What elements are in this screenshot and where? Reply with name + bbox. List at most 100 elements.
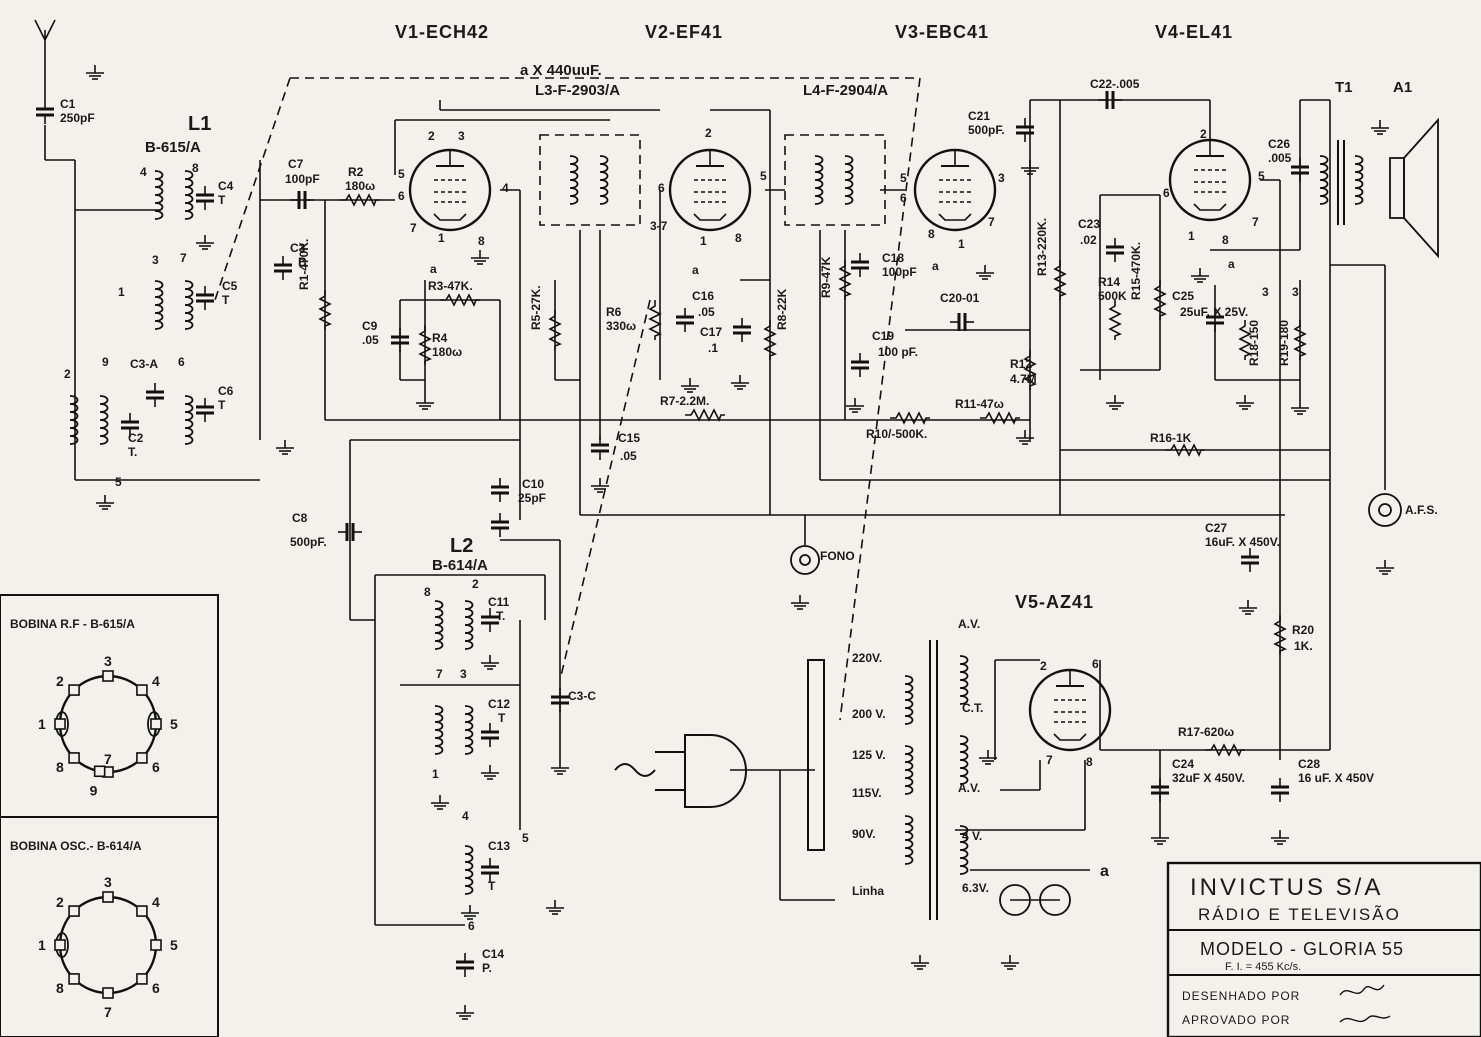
fono-jack[interactable] — [790, 545, 820, 575]
pin-number-l1: 3 — [152, 253, 159, 267]
transformer-secondary-label: 6.3V. — [962, 881, 989, 895]
component-ref-c27: C27 — [1205, 521, 1227, 535]
pin-number-l1: 4 — [140, 165, 147, 179]
component-ref-r14: R14 — [1098, 275, 1120, 289]
component-value-r20: 1K. — [1294, 639, 1313, 653]
component-ref-r1-470k-: R1-470K. — [297, 239, 311, 290]
component-ref-c2: C2 — [128, 431, 144, 445]
component-ref-c21: C21 — [968, 109, 990, 123]
rf-coil-pin-label: 9 — [90, 782, 98, 798]
component-ref-c7: C7 — [288, 157, 304, 171]
part-symbols — [34, 89, 1311, 979]
component-ref-r3-47k-: R3-47K. — [428, 279, 473, 293]
component-ref-r12: R12 — [1010, 357, 1032, 371]
component-ref-r15-470k-: R15-470K. — [1129, 242, 1143, 300]
rf-coil-title: BOBINA R.F - B-615/A — [10, 617, 135, 631]
component-value-c3: B — [298, 255, 307, 269]
tube-v5-symbol — [1028, 668, 1112, 752]
transformer-tap-label: Linha — [852, 884, 884, 898]
coil-l4-label: L4-F-2904/A — [803, 82, 888, 99]
component-ref-r19-180: R19-180 — [1277, 320, 1291, 366]
component-value-r12: 4.7M — [1010, 372, 1037, 386]
transformer-secondary-label: 4 V. — [962, 829, 982, 843]
component-ref-c1: C1 — [60, 97, 76, 111]
component-value-c9: .05 — [362, 333, 379, 347]
model-name: MODELO - GLORIA 55 — [1200, 939, 1404, 959]
component-ref-c17: C17 — [700, 325, 722, 339]
coil-l2-name: L2 — [450, 535, 473, 557]
component-value-c8: 500pF. — [290, 535, 327, 549]
pin-number-v1: 1 — [438, 231, 445, 245]
pin-number-v2: 6 — [658, 181, 665, 195]
pin-number-l2: 4 — [462, 809, 469, 823]
component-ref-c11: C11 — [488, 595, 510, 609]
afs-jack[interactable] — [1368, 493, 1402, 527]
pilot-lamps — [999, 884, 1071, 916]
component-ref-c24: C24 — [1172, 757, 1194, 771]
pin-number-l1: 8 — [192, 161, 199, 175]
rf-coil-pin — [54, 718, 66, 730]
osc-coil-pin-label: 3 — [104, 874, 112, 890]
osc-coil-pin-label: 7 — [104, 1004, 112, 1020]
tube-v2-symbol — [668, 148, 752, 232]
osc-coil-pin — [54, 939, 66, 951]
rf-coil-pin — [68, 752, 80, 764]
component-ref-r9-47k: R9-47K — [819, 256, 833, 298]
pin-number-v1: 8 — [478, 234, 485, 248]
pin-number-v3: 5 — [900, 171, 907, 185]
coil-l1-name: L1 — [188, 113, 211, 135]
pin-number-l2: 3 — [460, 667, 467, 681]
component-ref-r17-620-: R17-620ω — [1178, 725, 1234, 739]
pin-number-v1: 5 — [398, 167, 405, 181]
component-ref-r10-500k-: R10/-500K. — [866, 427, 927, 441]
osc-coil-pin — [68, 905, 80, 917]
company-name: INVICTUS S/A — [1190, 874, 1383, 901]
gang-note: a X 440uuF. — [520, 62, 602, 79]
rf-coil-pin-label: 2 — [56, 673, 64, 689]
pin-number-l2: 8 — [424, 585, 431, 599]
pin-number-v2: a — [692, 263, 699, 277]
component-ref-c8: C8 — [292, 511, 308, 525]
pin-number-v3: a — [932, 259, 939, 273]
coil-symbols — [69, 140, 1364, 920]
coil-l2-part: B-614/A — [432, 557, 488, 574]
pin-number-l2: 6 — [468, 919, 475, 933]
component-ref-c14: C14 — [482, 947, 504, 961]
transformer-tap-label: 125 V. — [852, 748, 886, 762]
component-ref-c6: C6 — [218, 384, 234, 398]
component-ref-c18: C18 — [882, 251, 904, 265]
tube-label-v5: V5-AZ41 — [1015, 592, 1094, 612]
component-ref-c15: C15 — [618, 431, 640, 445]
component-value-c7: 100pF — [285, 172, 320, 186]
pin-number-l1: 6 — [178, 355, 185, 369]
component-ref-r6: R6 — [606, 305, 622, 319]
component-ref-r16-1k: R16-1K — [1150, 431, 1192, 445]
component-ref-c26: C26 — [1268, 137, 1290, 151]
pin-number-v4: 8 — [1222, 233, 1229, 247]
component-value-c5: T — [222, 293, 230, 307]
component-value-c14: P. — [482, 961, 492, 975]
tube-v4-symbol — [1168, 138, 1252, 222]
afs-label: A.F.S. — [1405, 503, 1438, 517]
if-frequency: F. I. = 455 Kc/s. — [1225, 961, 1301, 973]
component-ref-c25: C25 — [1172, 289, 1194, 303]
rf-coil-pin — [68, 684, 80, 696]
pin-number-v2: 2 — [705, 126, 712, 140]
pin-number-l2: 7 — [436, 667, 443, 681]
fono-label: FONO — [820, 549, 855, 563]
pin-number-v4: 2 — [1200, 127, 1207, 141]
component-ref-c19: C19 — [872, 329, 894, 343]
component-value-c10: 25pF — [518, 491, 546, 505]
transformer-secondary-label: A.V. — [958, 781, 980, 795]
speaker-a1 — [1389, 117, 1439, 259]
component-ref-c3-c: C3-C — [568, 689, 596, 703]
component-value-c25: 25uF. X 25V. — [1180, 305, 1248, 319]
transformer-secondary-label: C.T. — [962, 701, 983, 715]
component-value-c4: T — [218, 193, 226, 207]
rf-coil-pin — [102, 670, 114, 682]
component-value-r19-180: 3 — [1292, 285, 1299, 299]
pin-number-v2: 8 — [735, 231, 742, 245]
transformer-t1-label: T1 — [1335, 79, 1353, 96]
pin-number-l1: 2 — [64, 367, 71, 381]
